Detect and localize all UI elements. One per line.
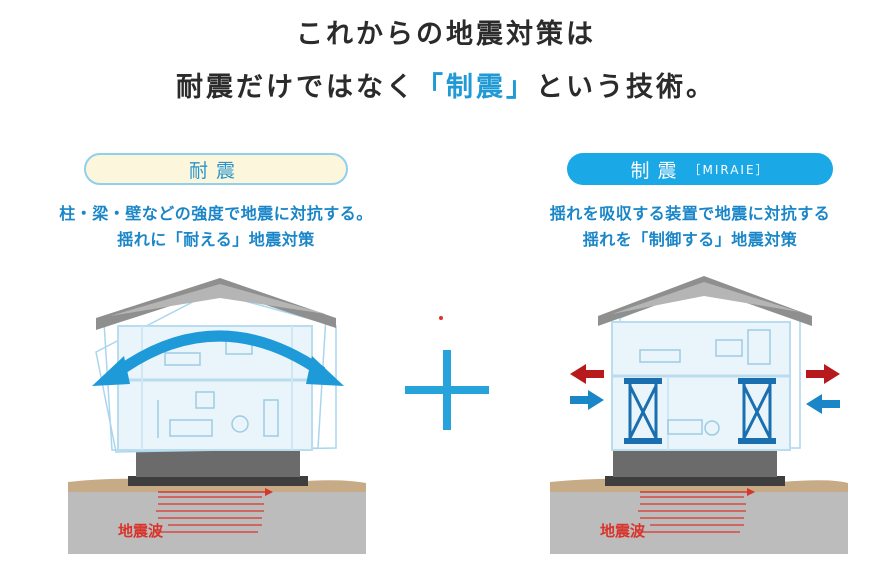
force-arrow-blue-left (570, 390, 604, 410)
seishin-badge-label: 制震 (630, 159, 685, 182)
taishin-description: 柱・梁・壁などの強度で地震に対抗する。 揺れに「耐える」地震対策 (0, 201, 432, 253)
foundation-left (136, 450, 300, 477)
sway-arrow-head-left (92, 356, 130, 386)
sway-arrow-head-right (306, 356, 344, 386)
seishin-desc-line-2: 揺れを「制御する」地震対策 (582, 230, 798, 249)
seismic-wave-right (638, 488, 755, 533)
seismic-wave-left (156, 488, 273, 533)
headline-accent: 「制震」 (416, 72, 536, 103)
foundation-base-right (605, 476, 785, 486)
ground-left (68, 488, 366, 554)
seishin-badge-sub: ［MIRAIE］ (688, 162, 770, 177)
taishin-desc-line-1: 柱・梁・壁などの強度で地震に対抗する。 (59, 204, 373, 223)
plus-icon (405, 316, 489, 430)
wave-label-right: 地震波 (600, 522, 646, 540)
headline-line-1: これからの地震対策は (296, 19, 596, 50)
taishin-desc-line-2: 揺れに「耐える」地震対策 (117, 230, 315, 249)
seishin-badge: 制震［MIRAIE］ (567, 153, 833, 185)
force-arrow-red-right (806, 364, 840, 384)
taishin-badge-label: 耐震 (188, 159, 243, 182)
force-arrow-red-left (570, 364, 604, 384)
seishin-house (550, 276, 848, 554)
damper-right (738, 378, 776, 444)
seishin-description: 揺れを吸収する装置で地震に対抗する 揺れを「制御する」地震対策 (488, 201, 892, 253)
headline-line-2: 耐震だけではなく「制震」という技術。 (0, 65, 892, 104)
sway-arrow-left (114, 330, 326, 377)
headline-post: という技術。 (536, 72, 716, 103)
wave-label-left: 地震波 (118, 522, 164, 540)
headline-pre: 耐震だけではなく (176, 72, 416, 103)
ground-right (550, 488, 848, 554)
foundation-base-left (128, 476, 308, 486)
taishin-badge: 耐震 (84, 153, 348, 185)
damper-left (624, 378, 662, 444)
foundation-right (613, 450, 777, 477)
seishin-desc-line-1: 揺れを吸収する装置で地震に対抗する (549, 204, 831, 223)
force-arrow-blue-right (806, 394, 840, 414)
taishin-house (68, 278, 366, 554)
